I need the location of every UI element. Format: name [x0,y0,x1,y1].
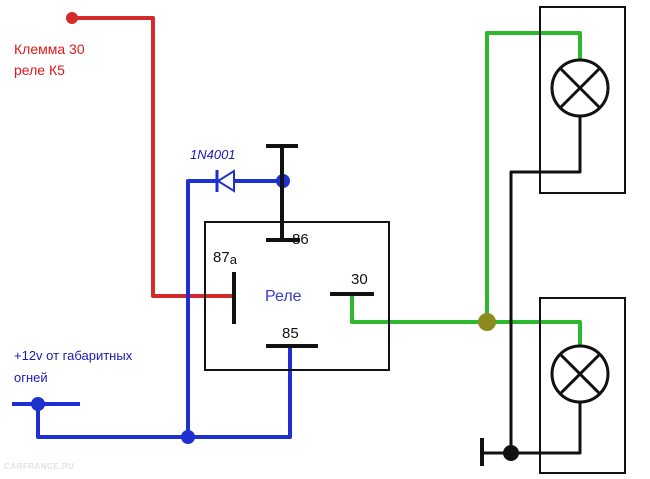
pin-87a-label: 87a [213,249,238,267]
diode-icon [215,169,235,193]
supply-label-line1: +12v от габаритных [14,348,133,363]
relay-label: Реле [265,288,302,305]
green-junction [478,313,496,331]
terminal-30-label-line2: реле К5 [14,62,65,78]
pin-86-label: 86 [292,231,309,248]
blue-wire [12,179,292,439]
watermark: CARFRANCE.RU [4,462,75,471]
pin-85-label: 85 [282,325,299,342]
lamp-housing-top [539,6,626,194]
red-terminal-dot [66,12,78,24]
blue-junction-bottom [181,430,195,444]
ground-junction [503,445,519,461]
terminal-30-label-line1: Клемма 30 [14,41,85,57]
diode-label: 1N4001 [190,147,236,162]
lamp-housing-bottom [539,297,626,474]
pin-86-lead [266,144,298,240]
pin-87a-number: 87 [213,249,230,266]
green-wire [350,31,582,345]
black-wire [482,116,582,455]
pin-30-label: 30 [351,271,368,288]
lamp-icon [550,344,610,404]
red-wire [72,16,234,298]
supply-terminal-dot [31,397,45,411]
lamp-icon [550,58,610,118]
pin-87a-suffix: a [230,252,238,267]
supply-label-line2: огней [14,370,48,385]
relay-body [204,221,390,371]
